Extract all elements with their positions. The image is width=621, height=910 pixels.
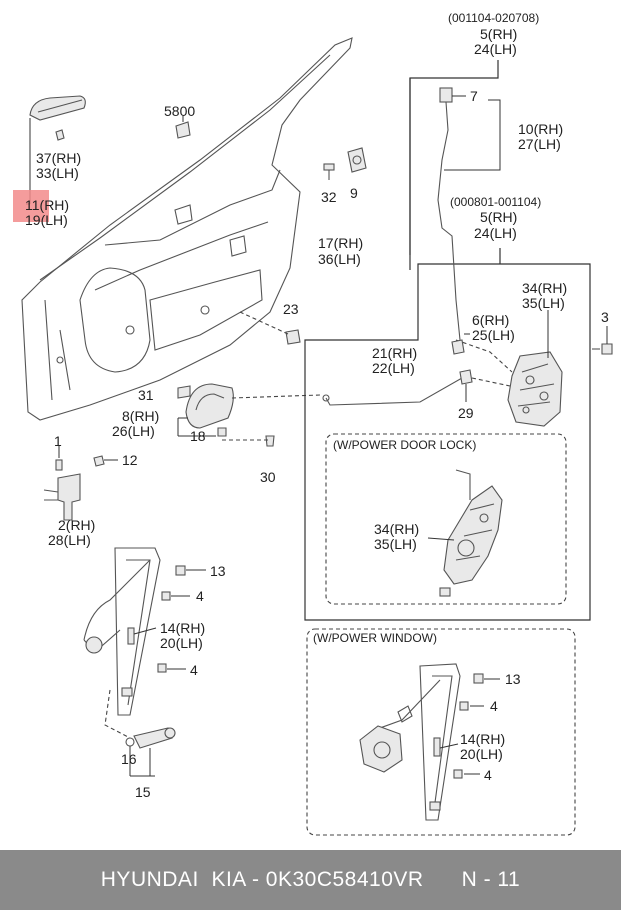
part-label-31: 31 — [138, 387, 154, 403]
part-label-28lh: 28(LH) — [48, 532, 91, 548]
door-latch-assembly — [455, 310, 563, 427]
part-highlight — [13, 190, 49, 222]
part-label-13-a: 13 — [210, 563, 226, 579]
part-label-20lh-b: 20(LH) — [460, 746, 503, 762]
part-label-11rh: 11(RH) — [25, 197, 69, 213]
part-label-14rh-a: 14(RH) — [160, 620, 205, 636]
part-label-18: 18 — [190, 428, 206, 444]
part-label-5800: 5800 — [164, 103, 195, 119]
power-lock-dashed-box — [325, 433, 567, 605]
door-shell — [21, 37, 353, 421]
range-label-2: (000801-001104) — [450, 195, 541, 209]
part-label-5rh-b: 5(RH) — [480, 209, 517, 225]
part-label-20lh-a: 20(LH) — [160, 635, 203, 651]
footer-spacer — [424, 868, 462, 892]
power-window-label: (W/POWER WINDOW) — [313, 631, 437, 645]
striker-9 — [347, 147, 367, 173]
part-label-1: 1 — [54, 433, 62, 449]
part-label-33lh: 33(LH) — [36, 165, 79, 181]
door-hinge — [43, 446, 118, 521]
part-label-2rh: 2(RH) — [58, 517, 95, 533]
outside-handle — [26, 95, 86, 205]
part-label-30: 30 — [260, 469, 276, 485]
lock-rod-upper — [437, 87, 501, 341]
part-label-36lh: 36(LH) — [318, 251, 361, 267]
part-label-35lh-a: 35(LH) — [522, 295, 565, 311]
part-label-15: 15 — [135, 784, 151, 800]
power-door-lock-assembly — [427, 469, 503, 597]
window-crank-handle — [125, 727, 176, 777]
footer-bar: HYUNDAI KIA - 0K30C58410VR N - 11 — [0, 850, 621, 910]
rod-clip-6 — [451, 333, 470, 355]
screw-3 — [592, 326, 613, 355]
part-label-35lh-b: 35(LH) — [374, 536, 417, 552]
part-label-9: 9 — [350, 185, 358, 201]
part-label-25lh: 25(LH) — [472, 327, 515, 343]
part-label-14rh-b: 14(RH) — [460, 731, 505, 747]
part-label-4-a: 4 — [196, 588, 204, 604]
part-label-13-b: 13 — [505, 671, 521, 687]
part-label-37rh: 37(RH) — [36, 150, 81, 166]
part-label-4-b: 4 — [190, 662, 198, 678]
label-sticker-part — [175, 116, 191, 139]
lock-rod-lower — [322, 369, 511, 406]
part-label-4-c: 4 — [490, 698, 498, 714]
part-label-3: 3 — [601, 309, 609, 325]
window-regulator-manual — [83, 547, 206, 739]
part-label-23: 23 — [283, 301, 299, 317]
power-door-lock-label: (W/POWER DOOR LOCK) — [333, 438, 476, 452]
part-label-12: 12 — [122, 452, 138, 468]
part-label-16: 16 — [121, 751, 137, 767]
parts-diagram: (001104-020708) 5(RH) 24(LH) 7 10(RH) 27… — [13, 11, 613, 836]
part-label-26lh: 26(LH) — [112, 423, 155, 439]
part-label-6rh: 6(RH) — [472, 312, 509, 328]
range-label-1: (001104-020708) — [448, 11, 539, 25]
part-label-19lh: 19(LH) — [25, 212, 68, 228]
part-label-21rh: 21(RH) — [372, 345, 417, 361]
variant-box-000801 — [304, 248, 591, 621]
part-label-10rh: 10(RH) — [518, 121, 563, 137]
part-label-17rh: 17(RH) — [318, 235, 363, 251]
variant-box-001104 — [409, 60, 499, 270]
part-label-24lh-a: 24(LH) — [474, 41, 517, 57]
part-label-5rh-a: 5(RH) — [480, 26, 517, 42]
clip-23 — [239, 311, 301, 345]
part-label-34rh-a: 34(RH) — [522, 280, 567, 296]
part-label-4-d: 4 — [484, 767, 492, 783]
power-window-dashed-box — [306, 628, 576, 836]
part-label-27lh: 27(LH) — [518, 136, 561, 152]
part-label-24lh-b: 24(LH) — [474, 225, 517, 241]
part-label-32: 32 — [321, 189, 337, 205]
part-label-22lh: 22(LH) — [372, 360, 415, 376]
part-label-8rh: 8(RH) — [122, 408, 159, 424]
footer-brand-part-number: HYUNDAI KIA - 0K30C58410VR — [100, 868, 424, 891]
part-label-7: 7 — [470, 88, 478, 104]
part-label-29: 29 — [458, 405, 474, 421]
window-regulator-power — [359, 663, 500, 821]
bolt-32 — [323, 163, 335, 180]
part-label-34rh-b: 34(RH) — [374, 521, 419, 537]
inside-handle — [177, 383, 321, 447]
footer-page-number: N - 11 — [461, 868, 521, 891]
